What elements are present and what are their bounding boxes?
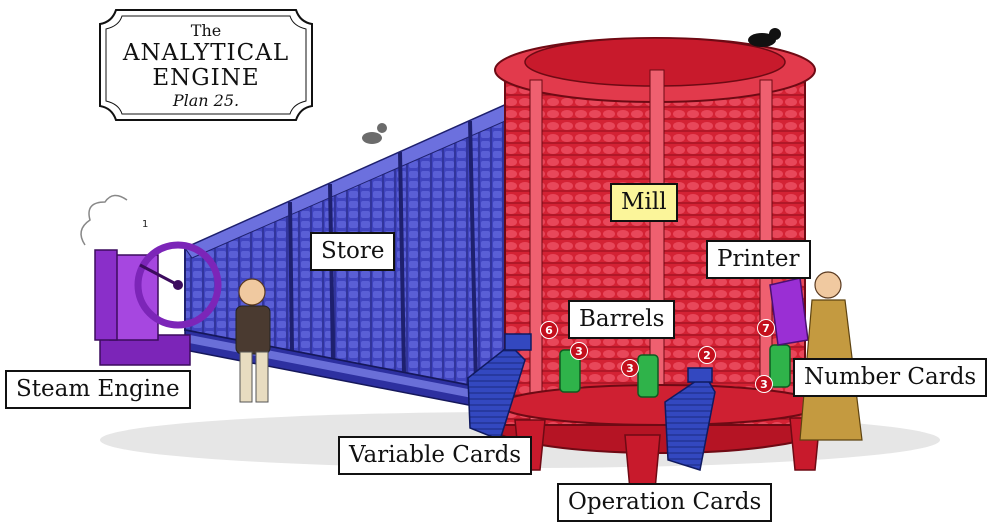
title-the: The [190,21,222,40]
label-steam-engine: Steam Engine [5,370,191,409]
cat-on-store [362,123,387,144]
variable-cards-feeder [467,333,532,441]
cat-on-mill [748,28,781,47]
marker-1: 1 [142,219,149,230]
marker-2: 2 [698,346,716,364]
label-printer: Printer [706,240,811,279]
title-engine: ENGINE [152,65,260,91]
plaque-frame [99,9,313,121]
title-plan: Plan 25. [172,91,240,110]
label-variable-cards: Variable Cards [338,436,533,475]
marker-3c: 3 [755,375,773,393]
marker-3b: 3 [621,359,639,377]
label-store: Store [310,232,396,271]
title-analytical: ANALYTICAL [122,40,290,66]
steam-engine-machine [80,194,222,366]
label-mill: Mill [610,183,678,222]
marker-3a: 3 [570,342,588,360]
title-plaque: The ANALYTICAL ENGINE Plan 25. [96,6,316,124]
barrels-green [559,344,791,398]
operation-cards-feeder [664,367,716,471]
figure-man [235,278,271,403]
label-number-cards: Number Cards [793,358,988,397]
marker-7: 7 [757,319,775,337]
label-barrels: Barrels [568,300,676,339]
label-operation-cards: Operation Cards [557,483,773,522]
marker-6: 6 [540,321,558,339]
mill-section [489,37,831,491]
figure-woman [799,271,863,441]
